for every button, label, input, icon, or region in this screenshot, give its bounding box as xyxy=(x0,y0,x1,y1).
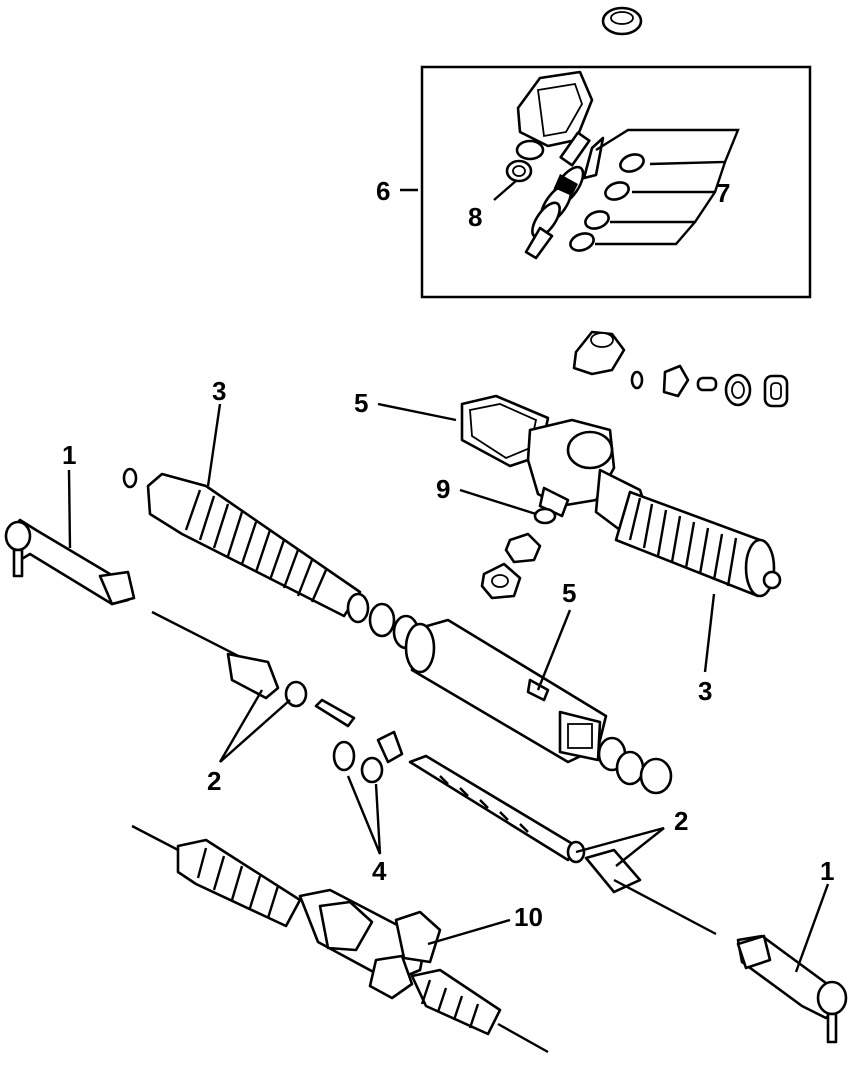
upper-right-seal-parts xyxy=(572,330,789,408)
callout-5-upper: 5 xyxy=(354,388,368,418)
leader-line-8 xyxy=(493,179,518,201)
leader-line-9 xyxy=(459,488,537,516)
leader-line-5a xyxy=(377,402,457,422)
rack-housing-tube xyxy=(404,618,673,795)
leader-line-10 xyxy=(427,918,511,946)
leader-lines-4 xyxy=(346,775,382,855)
leader-line-1a xyxy=(67,469,72,549)
callout-10: 10 xyxy=(514,902,543,932)
leader-line-1b xyxy=(794,883,830,973)
callout-6: 6 xyxy=(376,176,390,206)
pinion-valve-assembly xyxy=(516,70,605,260)
callout-9: 9 xyxy=(436,474,450,504)
inner-tie-rod-right xyxy=(584,848,717,936)
rack-bar xyxy=(314,698,586,864)
callout-3-left: 3 xyxy=(212,376,226,406)
callout-8: 8 xyxy=(468,202,482,232)
leader-lines-2b xyxy=(575,826,665,867)
inner-tie-rod-left xyxy=(151,610,308,708)
bellows-boot-upper-right xyxy=(614,490,782,598)
callout-2-left: 2 xyxy=(207,766,221,796)
callout-1-right: 1 xyxy=(820,856,834,886)
top-seal-part xyxy=(601,6,643,36)
leader-line-3b xyxy=(703,593,716,673)
o-rings-part-7 xyxy=(569,153,645,252)
assembled-steering-rack xyxy=(131,824,549,1054)
callout-4: 4 xyxy=(372,856,387,886)
leader-lines-7 xyxy=(595,128,740,246)
rack-housing-upper xyxy=(460,394,652,532)
callout-3-right: 3 xyxy=(698,676,712,706)
leader-line-3a xyxy=(206,403,222,487)
seal-ring-part-8 xyxy=(505,139,545,183)
tie-rod-end-right xyxy=(736,934,848,1044)
leader-line-5b xyxy=(536,609,572,691)
nut-and-washer-parts xyxy=(480,507,557,600)
callout-7: 7 xyxy=(716,178,730,208)
callout-5-lower: 5 xyxy=(562,578,576,608)
tie-rod-end-left xyxy=(4,518,136,606)
pinion-kit-inset-box xyxy=(420,65,812,299)
callout-2-right: 2 xyxy=(674,806,688,836)
callout-1-left: 1 xyxy=(62,440,76,470)
leader-lines-2a xyxy=(218,689,291,763)
